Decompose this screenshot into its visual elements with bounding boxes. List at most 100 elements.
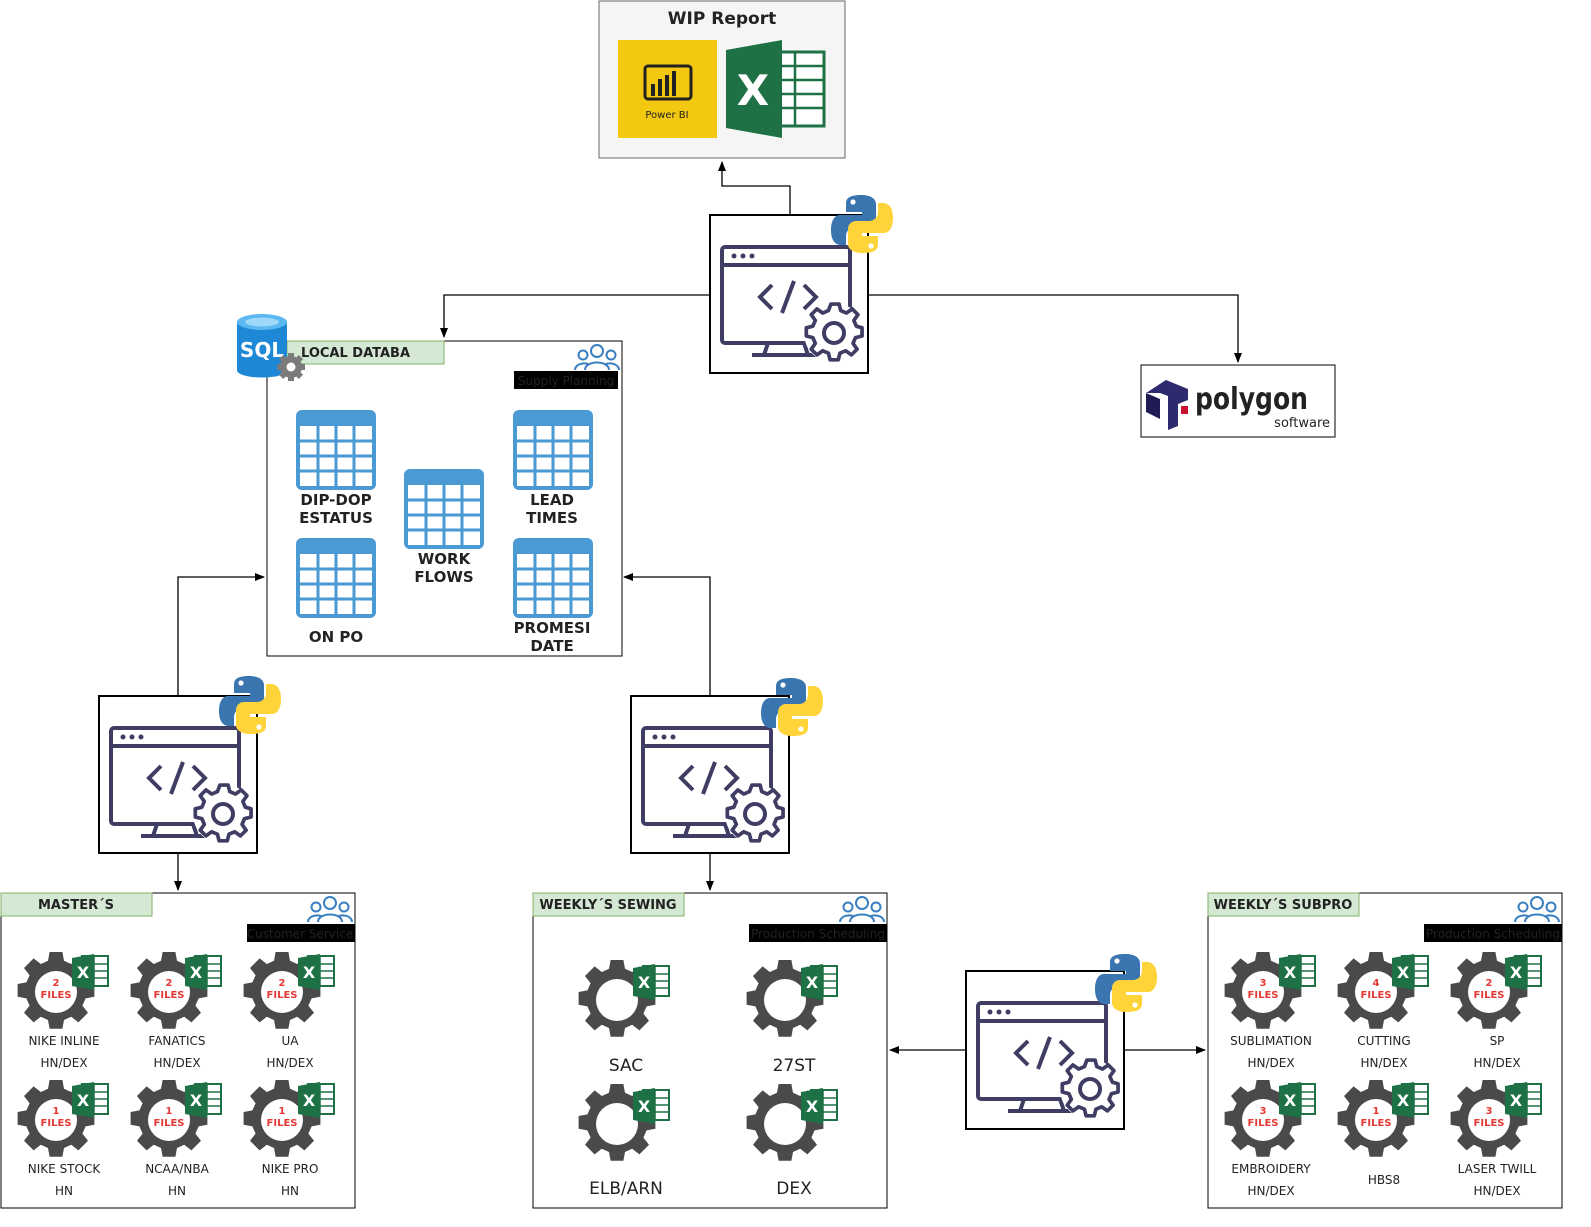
sql-label: SQL [240,338,284,362]
file-item-name: CUTTING [1357,1034,1410,1048]
file-item: 1 FILES NIKE STOCK HN [17,1080,109,1198]
excel-icon [1504,1081,1542,1119]
wip-report-title: WIP Report [668,9,776,29]
db-table-on-po: ON PO [294,536,378,646]
excel-icon [1504,953,1542,991]
table-label: FLOWS [414,568,473,586]
file-item-name: NIKE STOCK [28,1162,102,1176]
file-count: 2 [166,978,173,989]
masters-team: Customer Service [247,927,353,941]
file-count: 3 [1260,1106,1267,1117]
file-item-name: SUBLIMATION [1230,1034,1312,1048]
excel-icon [71,953,109,991]
table-label: TIMES [526,509,578,527]
sql-database-icon: SQL [237,314,305,381]
arrow-to-polygon [868,294,1242,363]
file-item: 1 FILES HBS8 [1337,1080,1429,1187]
file-item: 3 FILES SUBLIMATION HN/DEX [1224,952,1316,1070]
excel-icon [1391,1081,1429,1119]
masters-title: MASTER´S [38,898,114,913]
excel-icon [297,1081,335,1119]
powerbi-label: Power BI [645,110,688,121]
table-label: ESTATUS [299,509,373,527]
files-word: FILES [267,990,298,1001]
table-icon [511,536,595,620]
files-word: FILES [41,990,72,1001]
excel-icon [1391,953,1429,991]
sewing-item: ELB/ARN [578,1084,670,1199]
arrow-masters-script-to-db [177,573,265,696]
sewing-title: WEEKLY´S SEWING [539,898,676,913]
wip-report-box: WIP Report Power BI X [598,0,846,159]
files-word: FILES [1248,1118,1279,1129]
file-item-name: NIKE INLINE [28,1034,99,1048]
table-label: PROMESI [514,619,591,637]
file-item-name: NIKE PRO [262,1162,319,1176]
table-icon [511,408,595,492]
files-word: FILES [267,1118,298,1129]
sewing-item: DEX [746,1084,838,1199]
db-table-dip-dop: DIP-DOP ESTATUS [294,408,378,527]
file-item: 2 FILES UA HN/DEX [243,952,335,1070]
arrow-to-wip-report [718,161,791,215]
file-item-site: HN/DEX [1473,1056,1520,1070]
excel-icon [1278,953,1316,991]
file-item-site: HN/DEX [1247,1184,1294,1198]
polygon-software-logo: polygon software [1140,364,1336,438]
sewing-python-script [630,678,823,854]
file-count: 1 [279,1106,286,1117]
files-word: FILES [1361,1118,1392,1129]
file-item-name: SP [1490,1034,1505,1048]
file-item-site: HN/DEX [1473,1184,1520,1198]
local-db-team: Supply Planning [518,374,614,388]
sewing-item-name: 27ST [773,1056,816,1076]
sewing-item-name: SAC [609,1056,643,1076]
local-db-title: LOCAL DATABA [301,346,410,361]
masters-panel: MASTER´S Customer Service 2 FILES NIKE I… [0,892,356,1209]
excel-icon [184,1081,222,1119]
file-item-site: HN/DEX [266,1056,313,1070]
python-icon [831,195,893,253]
files-word: FILES [1361,990,1392,1001]
sewing-panel: WEEKLY´S SEWING Production Scheduling SA… [532,892,888,1209]
file-item-site: HN/DEX [153,1056,200,1070]
table-label: WORK [418,550,472,568]
table-icon [402,467,486,551]
polygon-sub: software [1274,416,1330,431]
sewing-team: Production Scheduling [751,927,885,941]
file-item: 3 FILES EMBROIDERY HN/DEX [1224,1080,1316,1198]
file-count: 3 [1260,978,1267,989]
arrow-sewing-script-to-db [623,573,711,696]
file-item: 1 FILES NCAA/NBA HN [130,1080,222,1198]
excel-icon: X [726,40,826,138]
file-count: 4 [1373,978,1380,989]
files-word: FILES [154,1118,185,1129]
table-label: LEAD [530,491,574,509]
table-label: DIP-DOP [300,491,371,509]
subpro-panel: WEEKLY´S SUBPRO Production Scheduling 3 … [1207,892,1563,1209]
top-python-script [709,195,893,374]
excel-icon [71,1081,109,1119]
sewing-item-name: DEX [776,1179,812,1199]
powerbi-icon: Power BI [618,40,717,138]
file-item-name: LASER TWILL [1458,1162,1537,1176]
file-item: 2 FILES FANATICS HN/DEX [130,952,222,1070]
sql-gear-icon [277,353,305,381]
file-item: 2 FILES SP HN/DEX [1450,952,1542,1070]
excel-letter: X [737,66,769,115]
file-item-site: HN [281,1184,299,1198]
file-item-name: FANATICS [148,1034,205,1048]
file-item: 1 FILES NIKE PRO HN [243,1080,335,1198]
connectors [174,161,1242,1054]
db-table-promesi-date: PROMESI DATE [511,536,595,655]
sewing-item: SAC [578,960,670,1076]
subpro-title: WEEKLY´S SUBPRO [1214,898,1353,913]
files-word: FILES [41,1118,72,1129]
files-word: FILES [154,990,185,1001]
table-label: ON PO [309,628,363,646]
file-item-name: UA [282,1034,300,1048]
excel-icon [297,953,335,991]
table-label: DATE [530,637,573,655]
sewing-item-name: ELB/ARN [589,1179,663,1199]
